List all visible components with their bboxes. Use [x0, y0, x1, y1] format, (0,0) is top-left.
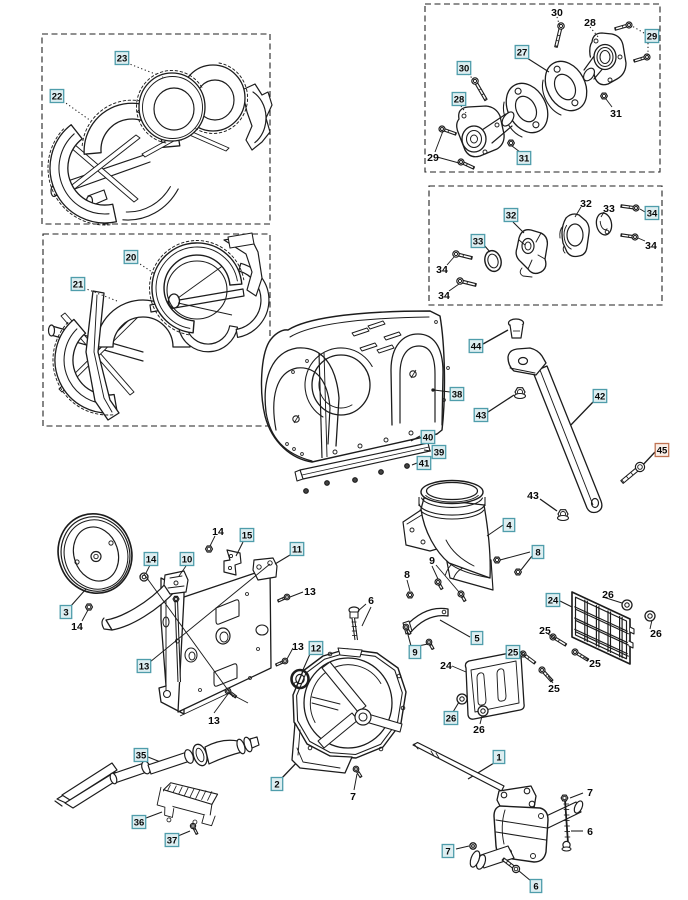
- svg-text:28: 28: [584, 17, 596, 29]
- svg-text:36: 36: [134, 818, 145, 829]
- svg-text:26: 26: [446, 714, 457, 725]
- svg-text:25: 25: [508, 648, 519, 659]
- svg-text:13: 13: [304, 586, 316, 598]
- svg-text:30: 30: [551, 7, 563, 19]
- svg-text:26: 26: [602, 589, 614, 601]
- svg-text:28: 28: [454, 95, 465, 106]
- svg-text:29: 29: [427, 152, 439, 164]
- svg-text:13: 13: [292, 641, 304, 653]
- svg-text:43: 43: [476, 411, 487, 422]
- svg-text:23: 23: [117, 54, 128, 65]
- svg-text:14: 14: [212, 526, 224, 538]
- svg-text:42: 42: [595, 392, 606, 403]
- svg-text:40: 40: [423, 433, 434, 444]
- svg-text:9: 9: [429, 555, 435, 567]
- svg-text:12: 12: [311, 644, 322, 655]
- svg-text:31: 31: [610, 108, 622, 120]
- svg-text:13: 13: [139, 662, 150, 673]
- svg-text:6: 6: [533, 882, 538, 893]
- svg-text:32: 32: [580, 198, 592, 210]
- svg-text:2: 2: [274, 780, 279, 791]
- svg-text:25: 25: [539, 625, 551, 637]
- svg-text:25: 25: [589, 658, 601, 670]
- svg-text:24: 24: [548, 596, 559, 607]
- svg-text:1: 1: [496, 753, 502, 764]
- svg-text:43: 43: [527, 490, 539, 502]
- svg-text:7: 7: [350, 791, 356, 803]
- svg-text:39: 39: [434, 448, 445, 459]
- svg-text:24: 24: [440, 660, 452, 672]
- svg-text:38: 38: [452, 390, 463, 401]
- svg-text:33: 33: [603, 203, 615, 215]
- svg-text:10: 10: [182, 555, 193, 566]
- svg-text:9: 9: [412, 648, 417, 659]
- svg-text:27: 27: [517, 48, 528, 59]
- svg-text:32: 32: [506, 211, 517, 222]
- svg-text:37: 37: [167, 836, 178, 847]
- svg-text:11: 11: [292, 545, 303, 556]
- svg-text:20: 20: [126, 253, 137, 264]
- svg-text:45: 45: [657, 446, 668, 457]
- svg-text:34: 34: [647, 209, 658, 220]
- svg-text:8: 8: [404, 569, 410, 581]
- svg-text:26: 26: [650, 628, 662, 640]
- svg-text:35: 35: [136, 751, 147, 762]
- svg-text:31: 31: [519, 154, 530, 165]
- svg-text:29: 29: [647, 32, 658, 43]
- svg-text:6: 6: [368, 595, 374, 607]
- svg-text:14: 14: [146, 555, 157, 566]
- svg-text:22: 22: [52, 92, 63, 103]
- svg-text:33: 33: [473, 237, 484, 248]
- svg-text:30: 30: [459, 64, 470, 75]
- svg-text:41: 41: [419, 459, 430, 470]
- svg-text:5: 5: [474, 634, 480, 645]
- svg-text:7: 7: [587, 787, 593, 799]
- svg-text:15: 15: [242, 531, 253, 542]
- svg-text:4: 4: [506, 521, 512, 532]
- svg-text:34: 34: [645, 240, 657, 252]
- svg-text:14: 14: [71, 621, 83, 633]
- svg-text:34: 34: [436, 264, 448, 276]
- svg-text:3: 3: [63, 608, 68, 619]
- svg-text:25: 25: [548, 683, 560, 695]
- svg-text:26: 26: [473, 724, 485, 736]
- svg-text:34: 34: [438, 290, 450, 302]
- svg-text:6: 6: [587, 826, 593, 838]
- svg-text:13: 13: [208, 715, 220, 727]
- svg-text:7: 7: [445, 847, 450, 858]
- svg-text:21: 21: [73, 280, 84, 291]
- svg-text:44: 44: [471, 342, 482, 353]
- svg-text:8: 8: [535, 548, 540, 559]
